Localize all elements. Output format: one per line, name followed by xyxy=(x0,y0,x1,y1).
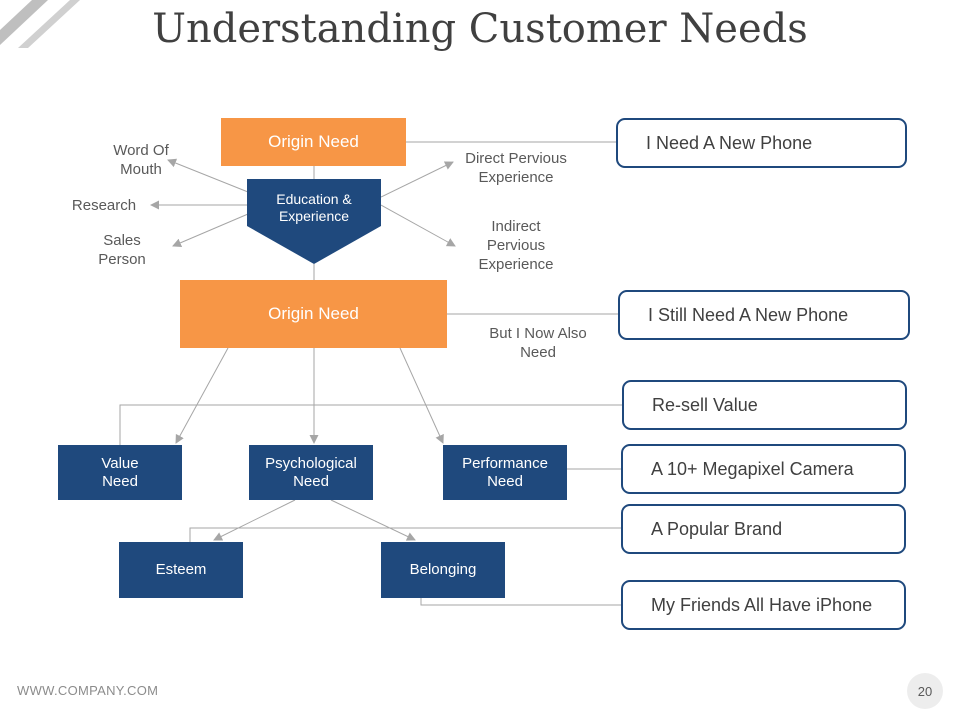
footer-website: WWW.COMPANY.COM xyxy=(17,683,159,698)
example-box-friends-iphone: My Friends All Have iPhone xyxy=(621,580,906,630)
education-experience-pentagon xyxy=(247,179,381,264)
example-text: I Need A New Phone xyxy=(646,132,813,153)
psychological-need-node: Psychological Need xyxy=(249,445,373,500)
example-box-camera: A 10+ Megapixel Camera xyxy=(621,444,906,494)
but-now-also-need-label: But I Now Also Need xyxy=(489,325,587,362)
belonging-node: Belonging xyxy=(381,542,505,598)
origin-need-main-node: Origin Need xyxy=(180,280,447,348)
example-text: A 10+ Megapixel Camera xyxy=(651,458,854,479)
example-box-still-new-phone: I Still Need A New Phone xyxy=(618,290,910,340)
indirect-previous-experience-label: Indirect Pervious Experience xyxy=(478,218,554,274)
value-need-node: Value Need xyxy=(58,445,182,500)
page-title: Understanding Customer Needs xyxy=(152,6,808,52)
origin-need-top-node: Origin Need xyxy=(221,118,406,166)
example-box-popular-brand: A Popular Brand xyxy=(621,504,906,554)
example-box-new-phone: I Need A New Phone xyxy=(616,118,907,168)
example-box-resell-value: Re-sell Value xyxy=(622,380,907,430)
direct-previous-experience-label: Direct Pervious Experience xyxy=(465,150,567,187)
corner-decoration xyxy=(0,0,80,48)
sales-person-label: Sales Person xyxy=(98,232,146,269)
example-text: My Friends All Have iPhone xyxy=(651,594,873,615)
example-text: A Popular Brand xyxy=(651,518,783,539)
education-experience-label: Education & Experience xyxy=(276,191,352,224)
page-number-badge: 20 xyxy=(907,673,943,709)
example-text: Re-sell Value xyxy=(652,394,758,415)
word-of-mouth-label: Word Of Mouth xyxy=(113,142,169,179)
esteem-node: Esteem xyxy=(119,542,243,598)
example-text: I Still Need A New Phone xyxy=(648,304,849,325)
research-label: Research xyxy=(71,197,137,214)
performance-need-node: Performance Need xyxy=(443,445,567,500)
